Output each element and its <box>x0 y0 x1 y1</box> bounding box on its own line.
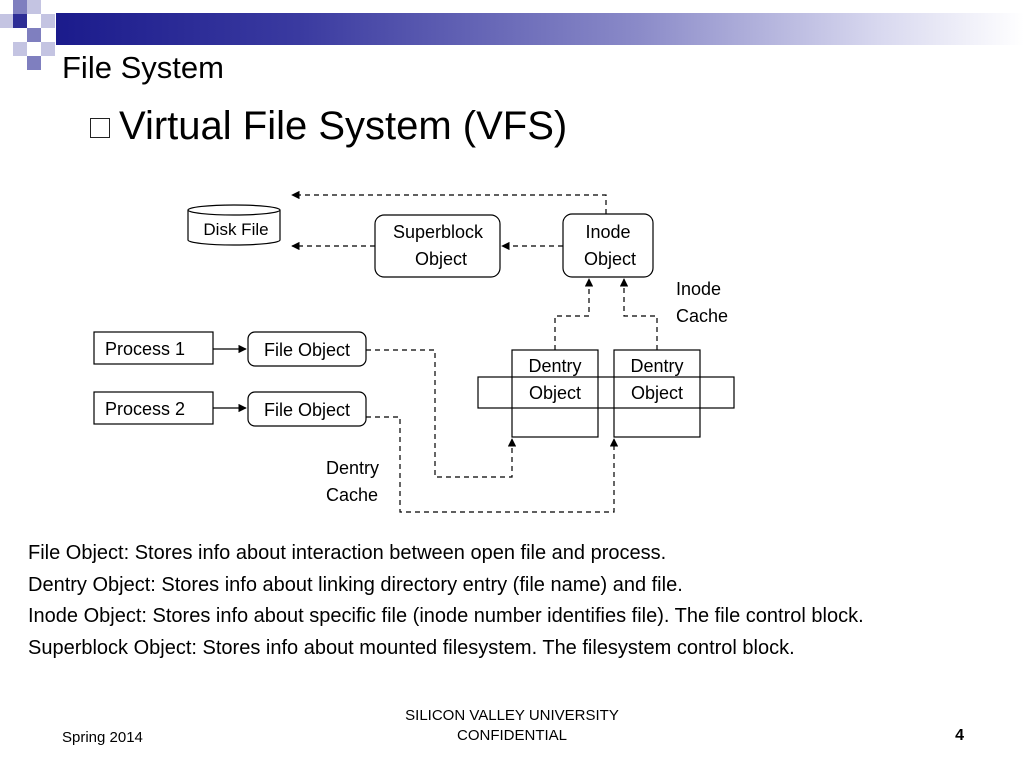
file-object-1-box: File Object <box>247 331 367 367</box>
bullet-text: Virtual File System (VFS) <box>119 103 568 148</box>
description-line: Superblock Object: Stores info about mou… <box>28 636 795 659</box>
dentry-2-to-inode-dashed-arrow <box>619 278 658 350</box>
deco-square <box>13 0 27 14</box>
file-object-2-box: File Object <box>247 391 367 427</box>
footer-org-line1: SILICON VALLEY UNIVERSITY <box>405 707 619 724</box>
file-object-2-label: File Object <box>264 400 350 420</box>
header-gradient-bar <box>56 13 1024 45</box>
footer-organization: SILICON VALLEY UNIVERSITY CONFIDENTIAL <box>362 706 662 746</box>
inode-object-box: Inode Object <box>562 213 654 278</box>
superblock-label-line1: Superblock <box>393 222 484 242</box>
dentry-cache-label-line1: Dentry <box>326 458 379 478</box>
inode-object-label-line1: Inode <box>585 222 630 242</box>
inode-cache-label-line2: Cache <box>676 306 728 326</box>
dentry-object-1-label-line2: Object <box>529 383 581 403</box>
bullet-item: Virtual File System (VFS) <box>90 102 567 150</box>
description-line: Dentry Object: Stores info about linking… <box>28 573 683 596</box>
dentry-object-1-label-line1: Dentry <box>528 356 581 376</box>
dentry-object-2-label-line2: Object <box>631 383 683 403</box>
dentry-cache-structure: Dentry Object Dentry Object <box>477 349 735 438</box>
deco-square <box>0 14 14 28</box>
disk-file-label: Disk File <box>203 220 268 239</box>
file-object-2-to-dentry-2-dashed-arrow <box>366 416 619 513</box>
deco-square <box>13 42 27 56</box>
deco-square <box>27 0 41 14</box>
process-1-box: Process 1 <box>93 331 214 365</box>
hollow-square-bullet-icon <box>90 118 110 138</box>
file-object-1-label: File Object <box>264 340 350 360</box>
inode-to-disk-dashed-arrow <box>291 190 607 214</box>
slide-title: File System <box>62 50 224 85</box>
dentry-cache-label-line2: Cache <box>326 485 378 505</box>
footer-org-line2: CONFIDENTIAL <box>456 727 567 744</box>
footer-date: Spring 2014 <box>62 729 143 746</box>
page-number: 4 <box>955 727 964 744</box>
disk-file-cylinder: Disk File <box>187 204 281 246</box>
process-2-box: Process 2 <box>93 391 214 425</box>
deco-square <box>13 14 27 28</box>
superblock-label-line2: Object <box>415 249 467 269</box>
deco-square <box>41 42 55 56</box>
dentry-1-to-inode-dashed-arrow <box>554 278 594 350</box>
description-line: File Object: Stores info about interacti… <box>28 542 667 564</box>
description-line: Inode Object: Stores info about specific… <box>28 605 864 627</box>
inode-cache-label-line1: Inode <box>676 279 721 299</box>
inode-object-label-line2: Object <box>584 249 636 269</box>
file-object-1-to-dentry-1-dashed-arrow <box>366 349 517 478</box>
deco-square <box>27 28 41 42</box>
deco-square <box>27 56 41 70</box>
process-1-label: Process 1 <box>105 339 185 359</box>
superblock-object-box: Superblock Object <box>374 214 501 278</box>
dentry-object-2-label-line1: Dentry <box>630 356 683 376</box>
deco-square <box>41 14 55 28</box>
object-descriptions: File Object: Stores info about interacti… <box>28 538 864 664</box>
corner-squares-decoration <box>0 0 55 70</box>
process-2-label: Process 2 <box>105 399 185 419</box>
